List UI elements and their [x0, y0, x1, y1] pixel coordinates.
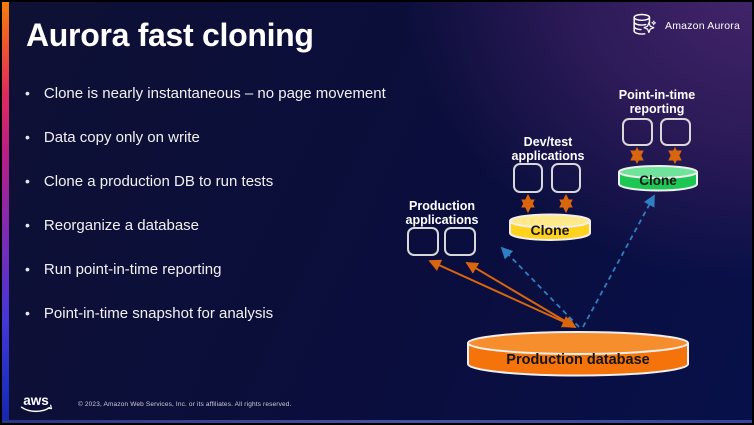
prod-db-to-app-arrow [428, 259, 575, 328]
amazon-aurora-brand: Amazon Aurora [630, 12, 740, 39]
clone-yellow-cylinder [509, 221, 591, 241]
bullet-text: Clone is nearly instantaneous – no page … [43, 85, 386, 102]
pit-app-box [622, 118, 653, 146]
devtest-app-box [551, 163, 581, 193]
aws-smile-arc [20, 406, 51, 413]
bullet-marker: • [25, 173, 30, 189]
prod-db-to-app-arrow [465, 262, 577, 328]
bullet-text: Data copy only on write [43, 129, 200, 146]
bullet-marker: • [25, 129, 30, 145]
bullet-text: Clone a production DB to run tests [43, 173, 274, 190]
pit-reporting-label-line2: reporting [630, 102, 685, 116]
aws-logo: aws [20, 393, 53, 413]
bullet-text: Run point-in-time reporting [43, 261, 222, 278]
aurora-brand-label: Amazon Aurora [665, 19, 740, 32]
devtest-apps-label-line2: applications [512, 149, 585, 163]
left-accent-bar [2, 2, 9, 423]
bullet-item: • Point-in-time snapshot for analysis [25, 304, 435, 323]
bullet-item: • Data copy only on write [25, 128, 435, 147]
production-db-cylinder [467, 343, 689, 377]
db-to-green-clone-dashed-arrow [582, 194, 655, 328]
clone-yellow-label: Clone [531, 222, 570, 238]
devtest-app-box [513, 163, 543, 193]
aurora-database-icon [633, 13, 657, 35]
clone-green-cylinder [618, 172, 698, 192]
aws-smile-arrowhead [47, 404, 53, 410]
production-app-box [444, 227, 476, 256]
copyright-text: © 2023, Amazon Web Services, Inc. or its… [78, 400, 292, 408]
bottom-edge-highlight [2, 420, 752, 423]
clone-green-cylinder-top [618, 165, 698, 179]
clone-green-label: Clone [639, 173, 677, 188]
bullet-item: • Clone is nearly instantaneous – no page… [25, 84, 435, 103]
bullet-marker: • [25, 305, 30, 321]
pit-app-box [660, 118, 691, 146]
slide-title: Aurora fast cloning [26, 17, 314, 53]
production-db-cylinder-top [467, 331, 689, 355]
bullet-list: • Clone is nearly instantaneous – no page… [25, 84, 435, 348]
bullet-marker: • [25, 217, 30, 233]
bullet-item: • Run point-in-time reporting [25, 260, 435, 279]
bullet-item: • Clone a production DB to run tests [25, 172, 435, 191]
clone-yellow-cylinder-top [509, 213, 591, 229]
footer: aws © 2023, Amazon Web Services, Inc. or… [17, 392, 291, 416]
bullet-marker: • [25, 85, 30, 101]
devtest-apps-label-line1: Dev/test [524, 135, 573, 149]
pit-reporting-label-line1: Point-in-time [619, 88, 695, 102]
bullet-marker: • [25, 261, 30, 277]
db-to-yellow-clone-dashed-arrow [500, 246, 580, 328]
bullet-text: Reorganize a database [43, 217, 200, 234]
production-db-label: Production database [506, 352, 649, 368]
aws-logo-text: aws [23, 393, 49, 408]
bullet-item: • Reorganize a database [25, 216, 435, 235]
bullet-text: Point-in-time snapshot for analysis [43, 305, 274, 322]
